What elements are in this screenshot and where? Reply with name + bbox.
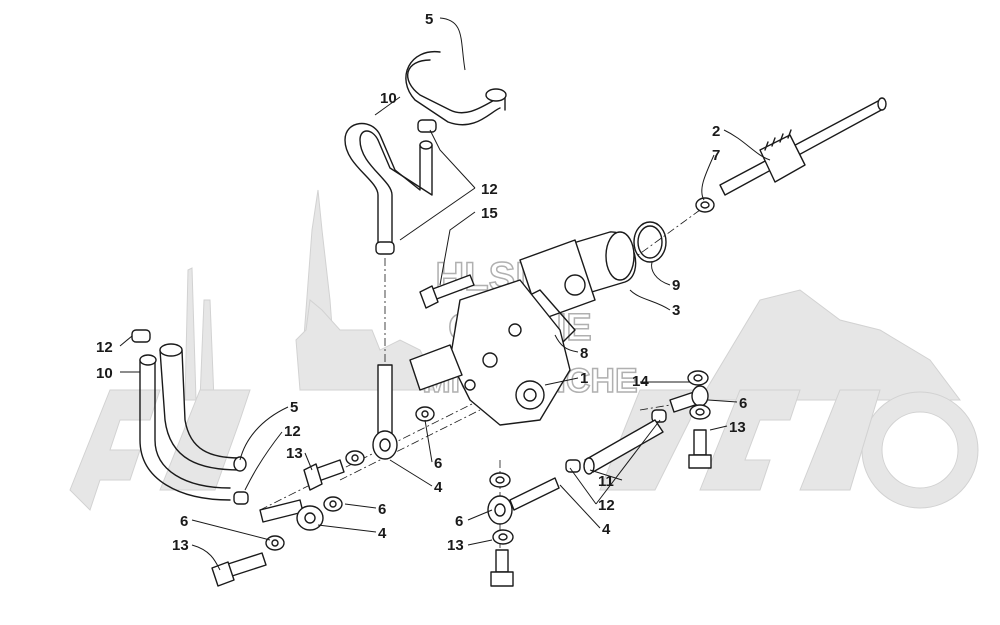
callout-12-mid: 12	[284, 423, 301, 440]
callout-3: 3	[672, 302, 680, 319]
part-washers-6-mid	[323, 406, 435, 512]
part-hoses-left	[139, 343, 247, 501]
part-banjo-4-right	[487, 477, 560, 525]
part-bolt-13-bottom	[490, 549, 514, 587]
callout-1: 1	[580, 370, 588, 387]
part-hose-10-top	[344, 122, 433, 249]
callout-15: 15	[481, 205, 498, 222]
callout-8: 8	[580, 345, 588, 362]
part-washers-6-right	[687, 370, 711, 420]
part-bolt-15	[419, 274, 475, 309]
part-shaft-2	[719, 97, 887, 196]
part-washer-6-left	[265, 535, 285, 551]
callout-5-top: 5	[425, 11, 433, 28]
part-clamp-12-low-right	[565, 459, 581, 473]
callout-4-low: 4	[378, 525, 387, 542]
callout-6-mid: 6	[434, 455, 442, 472]
part-bolt-13-mid	[303, 459, 345, 491]
part-pump-1	[409, 279, 571, 426]
part-banjo-4-mid	[372, 364, 398, 460]
callout-9: 9	[672, 277, 680, 294]
callout-6-bottom: 6	[455, 513, 463, 530]
part-banjo-4-low	[259, 499, 324, 531]
part-housing-3	[519, 231, 637, 321]
callout-14: 14	[632, 373, 649, 390]
part-clamp-12-top	[375, 119, 437, 255]
callout-10-top: 10	[380, 90, 397, 107]
callout-12-right: 12	[598, 497, 615, 514]
callout-13-right: 13	[729, 419, 746, 436]
callout-13-bottom: 13	[447, 537, 464, 554]
callout-labels: 5 10 12 15 2 7 9 3 8 1 14 6 13 12 10 5 1…	[96, 11, 747, 554]
part-washer-7	[695, 197, 715, 213]
callout-12-top: 12	[481, 181, 498, 198]
part-washers-6-bottom	[489, 472, 514, 545]
leader-lines	[119, 17, 771, 571]
callout-4-mid: 4	[434, 479, 443, 496]
part-hose-5-top	[405, 51, 507, 126]
callout-11: 11	[598, 473, 614, 490]
callout-13-mid: 13	[286, 445, 303, 462]
callout-6-left: 6	[180, 513, 188, 530]
callout-10-left: 10	[96, 365, 113, 382]
callout-13-left: 13	[172, 537, 189, 554]
callout-6-right: 6	[739, 395, 747, 412]
callout-6-low: 6	[378, 501, 386, 518]
callout-5-mid: 5	[290, 399, 298, 416]
callout-7: 7	[712, 147, 720, 164]
callout-12-left: 12	[96, 339, 113, 356]
part-bolt-13-right	[688, 429, 712, 469]
callout-4-right: 4	[602, 521, 611, 538]
part-oring-9	[633, 221, 667, 263]
callout-2: 2	[712, 123, 720, 140]
part-tube-11	[583, 419, 664, 475]
part-bolt-13-left	[211, 552, 267, 587]
